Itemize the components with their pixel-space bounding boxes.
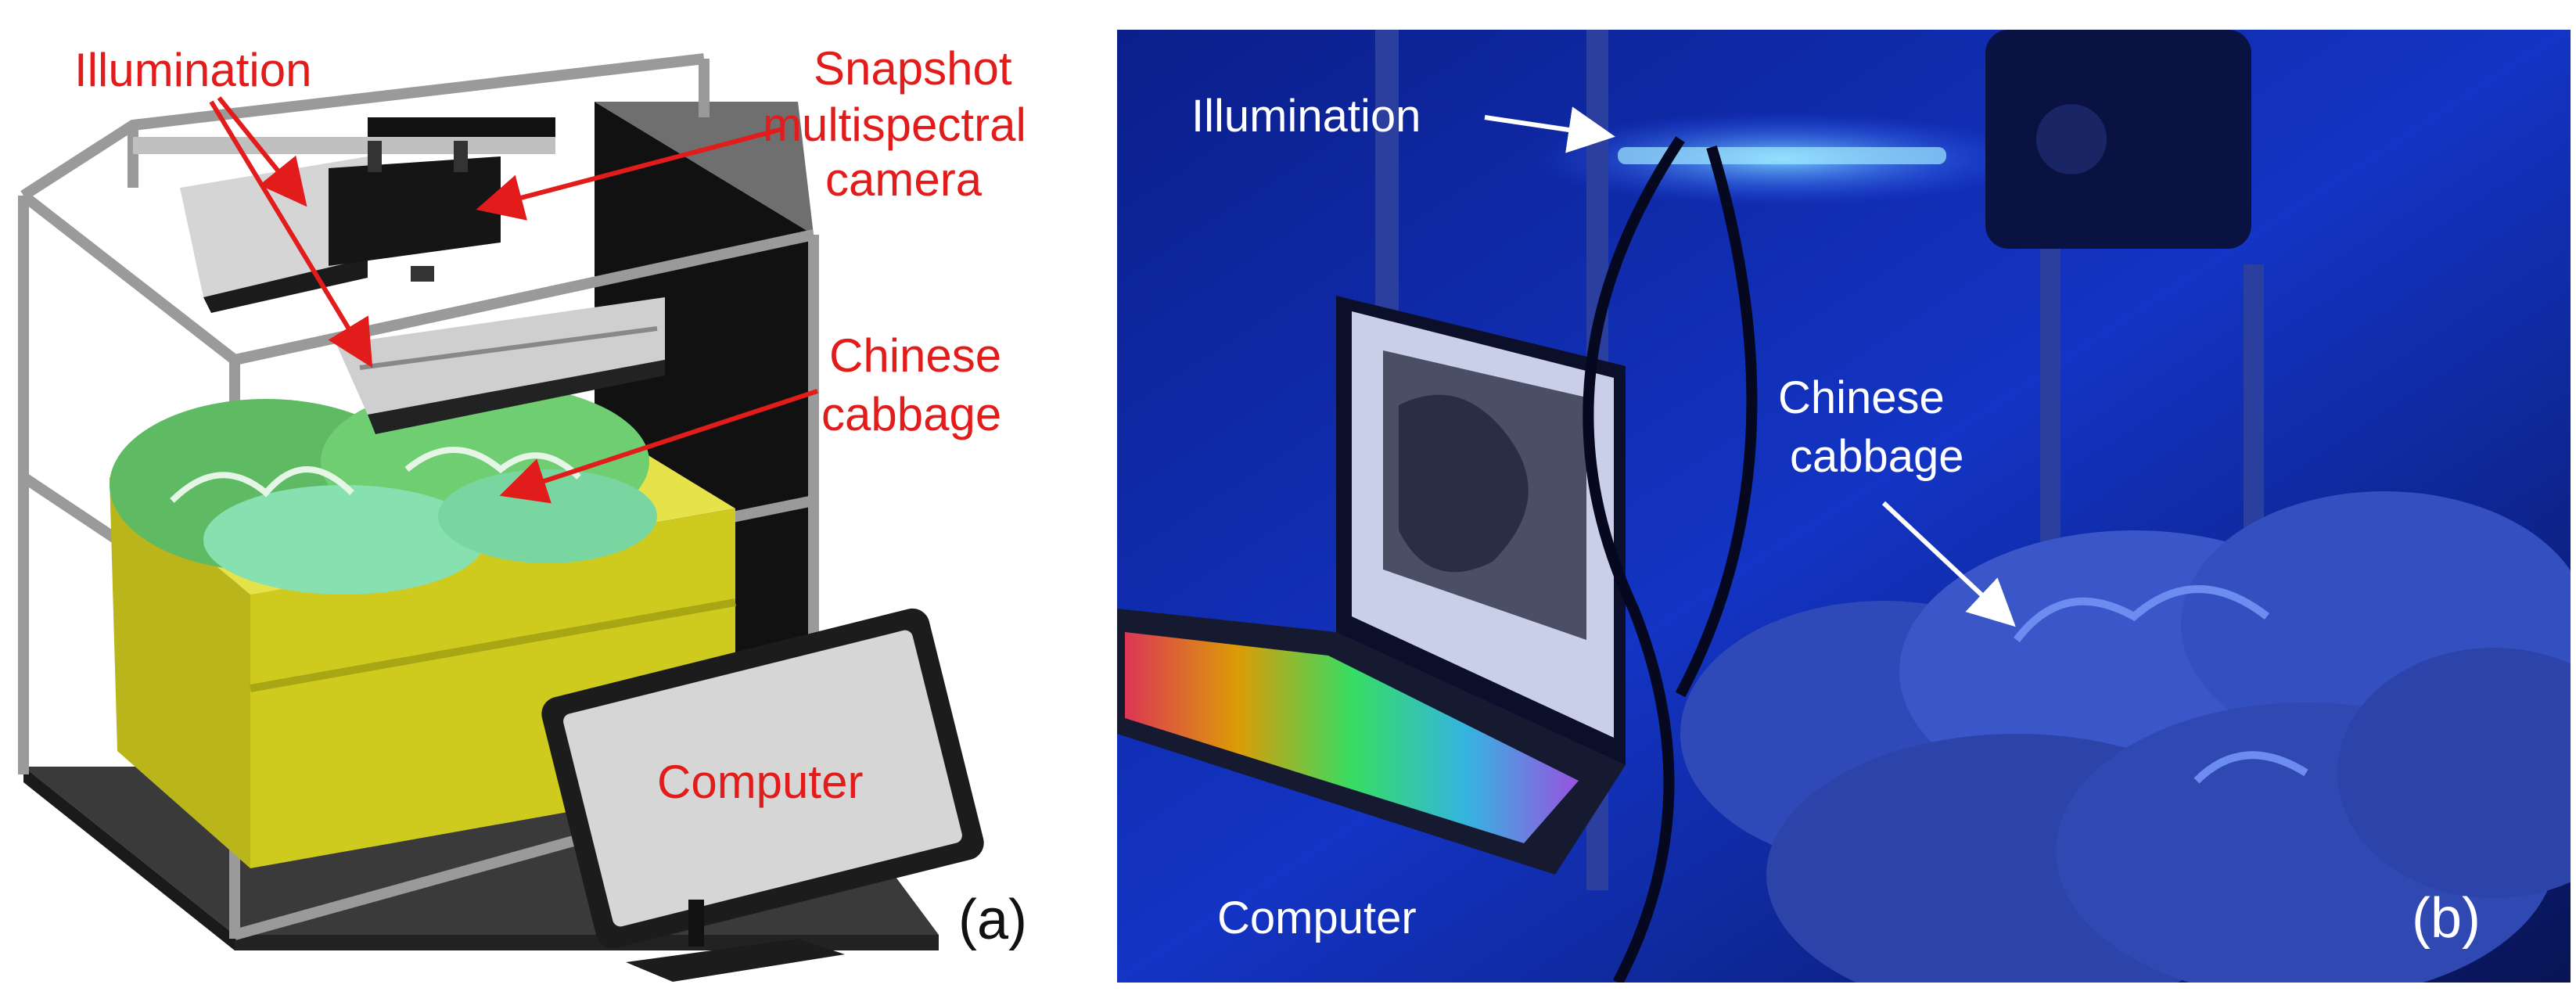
label-illumination-b: Illumination bbox=[1191, 91, 1421, 142]
label-camera-line1: Snapshot bbox=[814, 42, 1012, 95]
computer-monitor bbox=[541, 608, 984, 982]
upper-lamp bbox=[180, 156, 368, 313]
panel-tag-a: (a) bbox=[958, 889, 1027, 951]
panel-a-schematic: Illumination Snapshot multispectral came… bbox=[0, 0, 1091, 1006]
label-cabbage-line1-b: Chinese bbox=[1778, 372, 1945, 423]
camera-housing bbox=[1985, 30, 2251, 249]
cables bbox=[1583, 136, 1758, 983]
arrow-illumination-lower bbox=[209, 100, 373, 368]
panel-tag-b: (b) bbox=[2412, 887, 2481, 950]
arrow-camera bbox=[476, 127, 783, 221]
arrow-cabbage-b bbox=[1881, 501, 2016, 627]
photo-scene: Illumination Chinese cabbage Computer (b… bbox=[1117, 30, 2571, 983]
schematic-drawing: Illumination Snapshot multispectral came… bbox=[18, 42, 1027, 982]
lower-lamp bbox=[336, 297, 665, 434]
label-cabbage-line2: cabbage bbox=[821, 388, 1001, 440]
label-camera-line2: multispectral bbox=[763, 99, 1026, 151]
label-camera-line3: camera bbox=[825, 153, 983, 206]
label-computer: Computer bbox=[657, 756, 863, 808]
panel-b-photo: Illumination Chinese cabbage Computer (b… bbox=[1117, 30, 2571, 983]
arrow-illumination-b bbox=[1484, 106, 1615, 153]
arrow-cabbage bbox=[499, 389, 818, 504]
label-computer-b: Computer bbox=[1217, 893, 1417, 943]
arrow-illumination-upper bbox=[217, 96, 307, 207]
label-arrows bbox=[209, 96, 818, 504]
laptop bbox=[1117, 296, 1626, 875]
label-cabbage-line2-b: cabbage bbox=[1790, 431, 1964, 482]
label-cabbage-line1: Chinese bbox=[829, 329, 1001, 382]
label-arrows-b bbox=[1484, 106, 2016, 627]
label-illumination: Illumination bbox=[74, 44, 312, 96]
cabbage-plants bbox=[1680, 491, 2571, 983]
